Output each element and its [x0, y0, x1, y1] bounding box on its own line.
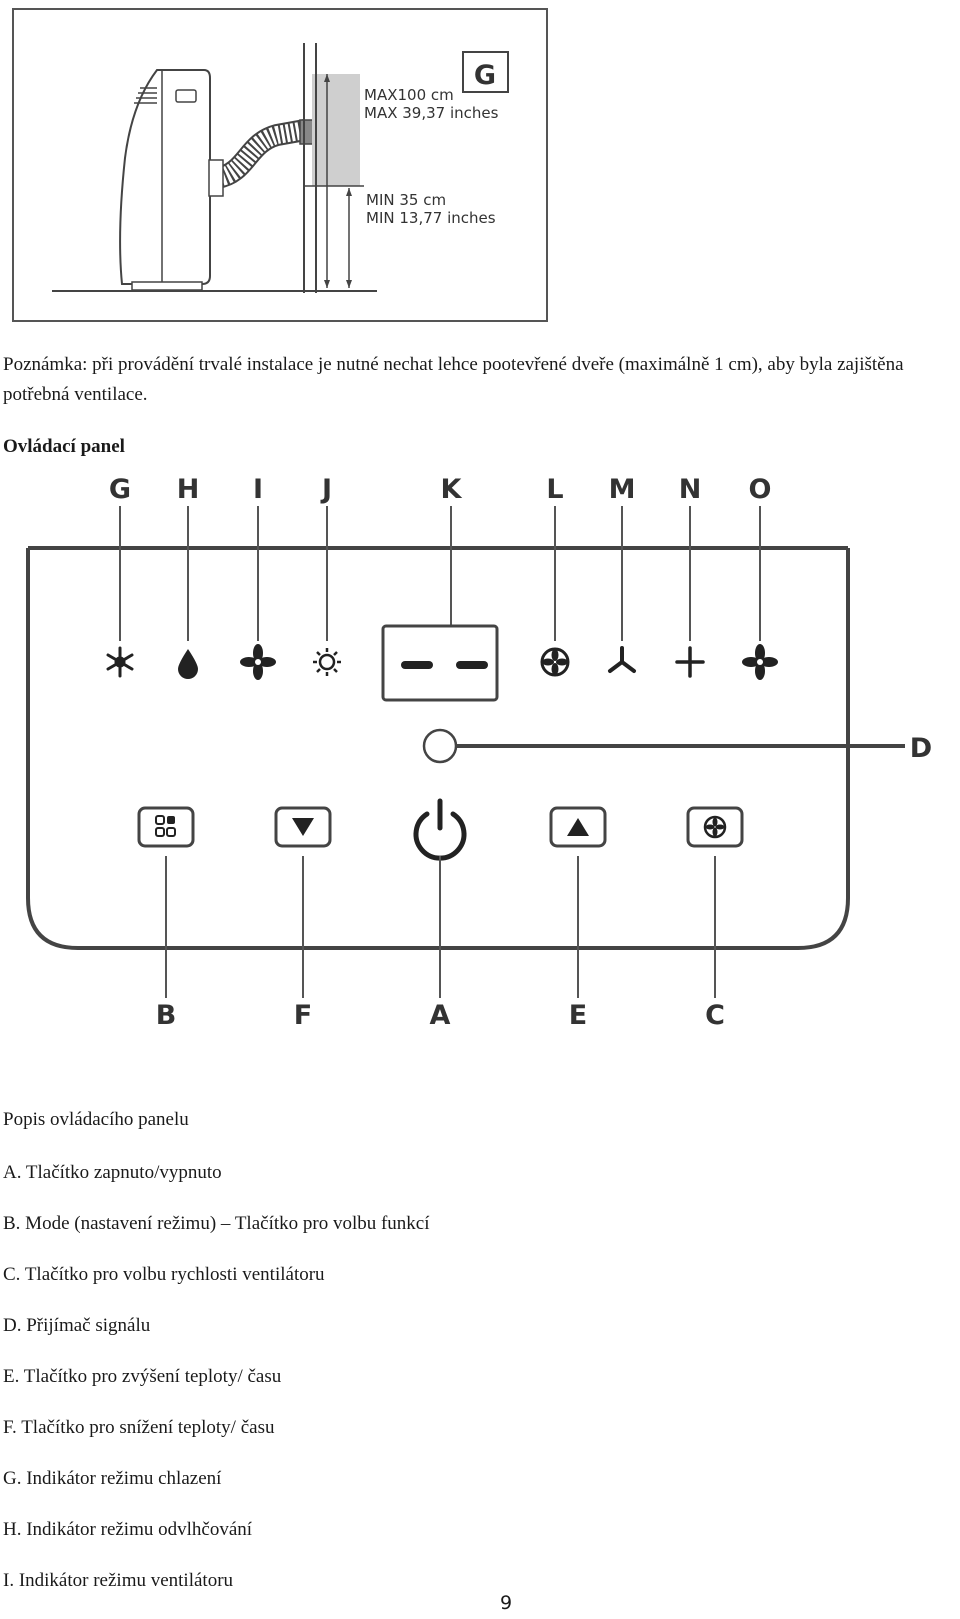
label-j: J — [320, 478, 332, 505]
list-item: E. Tlačítko pro zvýšení teploty/ času — [3, 1366, 282, 1387]
list-item: H. Indikátor režimu odvlhčování — [3, 1519, 253, 1540]
fan-speed-high-icon — [540, 647, 570, 677]
power-button[interactable] — [413, 798, 467, 861]
figure-badge: G — [462, 51, 509, 93]
label-m: M — [609, 478, 636, 505]
label-h: H — [177, 478, 200, 505]
label-i: I — [253, 478, 263, 505]
min-height-inches: MIN 13,77 inches — [366, 209, 496, 227]
mode-button[interactable] — [137, 806, 195, 848]
fan-low-icon — [608, 646, 636, 673]
description-list: A. Tlačítko zapnuto/vypnuto B. Mode (nas… — [3, 1158, 430, 1617]
window-frame — [303, 43, 364, 293]
snowflake-icon — [106, 646, 134, 678]
fan-medium-icon — [675, 646, 705, 678]
panel-heading: Ovládací panel — [3, 436, 125, 457]
air-conditioner-unit — [119, 69, 211, 291]
fan-speed-button[interactable] — [686, 806, 744, 848]
droplet-icon — [178, 649, 198, 679]
sun-icon — [313, 648, 341, 676]
installation-diagram: G MAX100 cm MAX 39,37 inches MIN 35 cm M… — [12, 8, 548, 322]
page-number: 9 — [500, 1592, 513, 1614]
description-title: Popis ovládacího panelu — [3, 1109, 189, 1130]
min-height-cm: MIN 35 cm — [366, 191, 446, 209]
label-g: G — [109, 478, 131, 505]
label-a: A — [430, 1000, 451, 1031]
list-item: G. Indikátor režimu chlazení — [3, 1468, 222, 1489]
fan-high-icon — [742, 644, 778, 680]
control-panel-diagram: G H I J K L M N O — [26, 478, 932, 1031]
list-item: D. Přijímač signálu — [3, 1315, 151, 1336]
label-l: L — [546, 478, 563, 505]
max-height-cm: MAX100 cm — [364, 86, 454, 104]
temperature-display — [381, 624, 499, 702]
label-o: O — [749, 478, 772, 505]
max-height-inches: MAX 39,37 inches — [364, 104, 499, 122]
badge-letter: G — [474, 60, 496, 91]
label-c: C — [705, 1000, 725, 1031]
label-e: E — [569, 1000, 587, 1031]
list-item: I. Indikátor režimu ventilátoru — [3, 1570, 234, 1591]
up-button[interactable] — [549, 806, 607, 848]
fan-icon — [240, 644, 276, 680]
list-item: F. Tlačítko pro snížení teploty/ času — [3, 1417, 275, 1438]
label-f: F — [294, 1000, 312, 1031]
down-button[interactable] — [274, 806, 332, 848]
list-item: B. Mode (nastavení režimu) – Tlačítko pr… — [3, 1213, 430, 1234]
signal-receiver — [422, 728, 905, 764]
list-item: A. Tlačítko zapnuto/vypnuto — [3, 1162, 222, 1183]
label-d: D — [910, 733, 932, 764]
list-item: C. Tlačítko pro volbu rychlosti ventilát… — [3, 1264, 325, 1285]
installation-note: Poznámka: při provádění trvalé instalace… — [3, 354, 904, 405]
label-k: K — [441, 478, 463, 505]
label-b: B — [156, 1000, 177, 1031]
label-n: N — [679, 478, 702, 505]
